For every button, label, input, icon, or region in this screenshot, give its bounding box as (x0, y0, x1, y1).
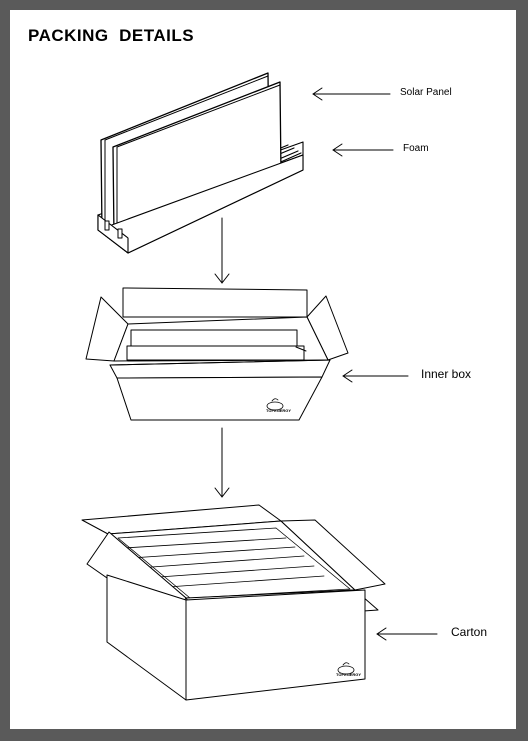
foam-label: Foam (403, 143, 429, 154)
carton-pointer-arrow (377, 628, 437, 640)
down-arrow (215, 428, 229, 497)
packing-diagram: TOPENERGY (10, 10, 516, 729)
foam-pointer-arrow (333, 144, 393, 156)
page-title: PACKING DETAILS (28, 26, 195, 45)
solar-panel-label: Solar Panel (400, 87, 452, 98)
stacked-inner-boxes (118, 528, 350, 598)
brand-logo-icon: TOPENERGY (266, 399, 291, 413)
carton-label: Carton (451, 625, 488, 639)
svg-text:TOPENERGY: TOPENERGY (266, 408, 291, 413)
svg-text:TOPENERGY: TOPENERGY (336, 672, 361, 677)
inner-box-label: Inner box (421, 367, 472, 381)
down-arrow (215, 218, 229, 283)
carton-illustration: TOPENERGY (82, 505, 385, 700)
solar-panel-pointer-arrow (313, 88, 390, 100)
inner-box-illustration: TOPENERGY (86, 288, 348, 420)
brand-logo-icon: TOPENERGY (336, 663, 361, 677)
solar-panel-foam-illustration (98, 73, 303, 253)
inner-box-pointer-arrow (343, 370, 408, 382)
packing-details-page: PACKING DETAILS (10, 10, 516, 729)
